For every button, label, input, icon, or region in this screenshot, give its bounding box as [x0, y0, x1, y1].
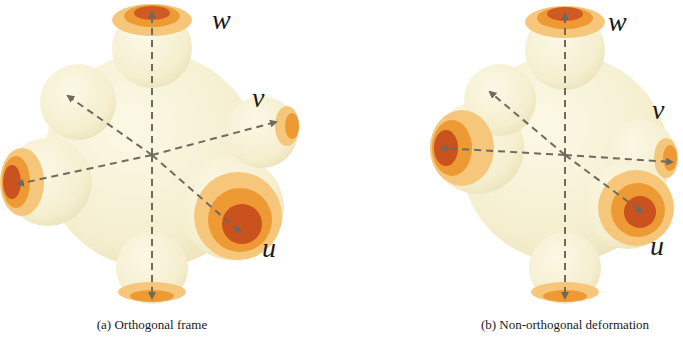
subcaption: (a) Orthogonal frame: [97, 318, 207, 331]
axis-label: v: [652, 96, 664, 124]
axis-label: v: [252, 84, 264, 112]
axis-label: u: [262, 234, 276, 262]
axis-label: u: [650, 232, 664, 260]
axis-label: w: [608, 8, 627, 36]
subcaption: (b) Non-orthogonal deformation: [481, 318, 649, 331]
orthogonal-blob: [0, 4, 299, 304]
deformed-blob: [430, 6, 678, 304]
axis-label: w: [212, 6, 231, 34]
